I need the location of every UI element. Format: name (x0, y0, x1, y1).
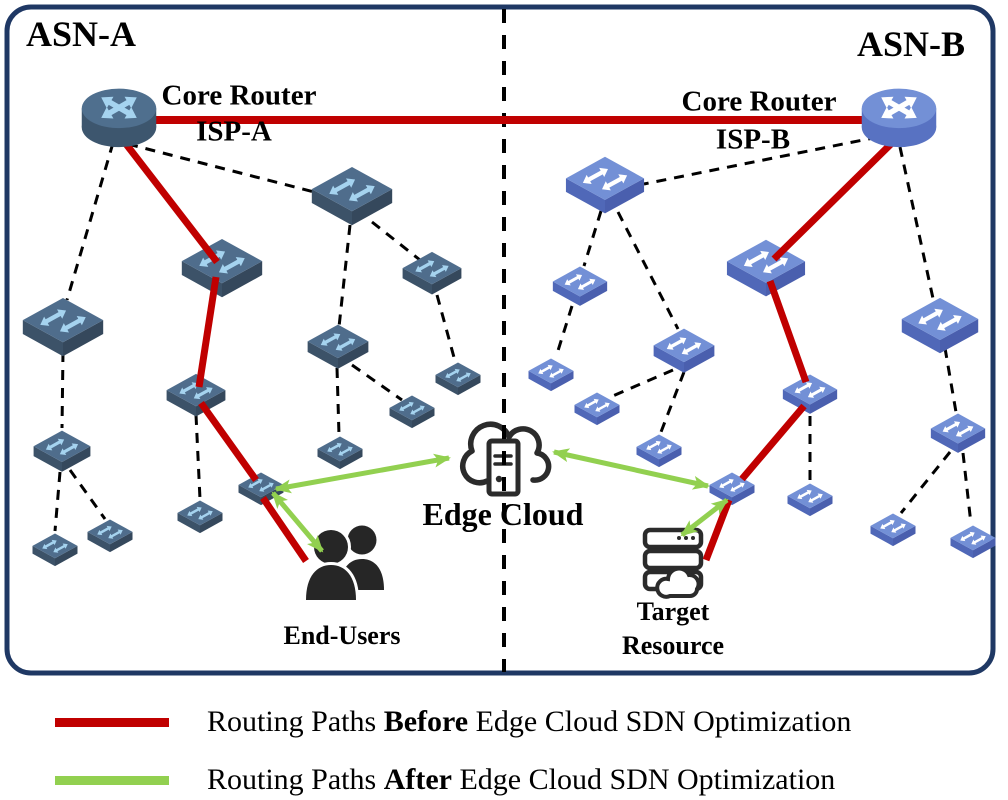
legend-before-emphasis: Before (383, 705, 469, 738)
asn-b-switch (552, 266, 608, 306)
legend-before-prefix: Routing Paths (207, 705, 384, 738)
asn-a-switch (181, 238, 263, 298)
asn-a-switches (22, 166, 481, 567)
asn-b-switch (930, 413, 986, 453)
asn-a-switch (177, 500, 223, 534)
asn-b-switch (636, 434, 682, 468)
core-router-b-title: Core Router (681, 85, 837, 118)
end-users-label: End-Users (283, 621, 401, 650)
asn-a-switch (33, 430, 91, 472)
core-router-a-title: Core Router (161, 79, 317, 112)
routing-paths-after (271, 448, 729, 553)
asn-a-switch (402, 251, 462, 295)
asn-b-switch (528, 358, 574, 392)
asn-a-switch (307, 324, 369, 369)
asn-b-label: ASN-B (856, 24, 966, 64)
edge-cloud-label: Edge Cloud (422, 496, 584, 532)
legend-before-suffix: Edge Cloud SDN Optimization (468, 705, 852, 738)
dashed-links (53, 135, 973, 532)
asn-a-switch (389, 395, 435, 429)
core-router-isp-a-icon (81, 88, 157, 148)
legend-after-suffix: Edge Cloud SDN Optimization (451, 763, 836, 796)
asn-a-switch (22, 297, 104, 357)
asn-b-switch (901, 297, 979, 354)
target-resource-label-line2: Resource (621, 631, 725, 660)
asn-a-label: ASN-A (26, 14, 137, 54)
legend-after-prefix: Routing Paths (207, 763, 384, 796)
asn-b-switch (870, 513, 916, 547)
legend-swatch-after (55, 776, 169, 785)
asn-b-switch (782, 374, 838, 414)
asn-b-switch (787, 483, 833, 517)
asn-a-switch (435, 362, 481, 396)
asn-b-switch (565, 156, 645, 214)
asn-a-switch (311, 166, 393, 226)
end-users-icon (302, 525, 384, 603)
diagram-border (4, 4, 996, 676)
target-resource-icon (642, 527, 704, 599)
asn-a-switch (166, 373, 226, 417)
core-router-b-subtitle: ISP-B (715, 123, 791, 156)
legend-label-after: Routing Paths After Edge Cloud SDN Optim… (207, 765, 835, 795)
target-resource-label-line1: Target (636, 597, 710, 626)
asn-b-switch (653, 328, 715, 373)
core-router-isp-b-icon (861, 88, 937, 148)
asn-b-switch (950, 525, 996, 559)
asn-a-switch (317, 436, 363, 470)
legend-label-before: Routing Paths Before Edge Cloud SDN Opti… (207, 707, 851, 737)
asn-a-switch (87, 519, 133, 553)
asn-b-switch (726, 239, 806, 297)
asn-a-switch (32, 533, 78, 567)
legend-swatch-before (55, 718, 169, 727)
core-router-a-subtitle: ISP-A (196, 115, 272, 148)
asn-b-switch (574, 392, 620, 426)
legend-after-emphasis: After (383, 763, 452, 796)
